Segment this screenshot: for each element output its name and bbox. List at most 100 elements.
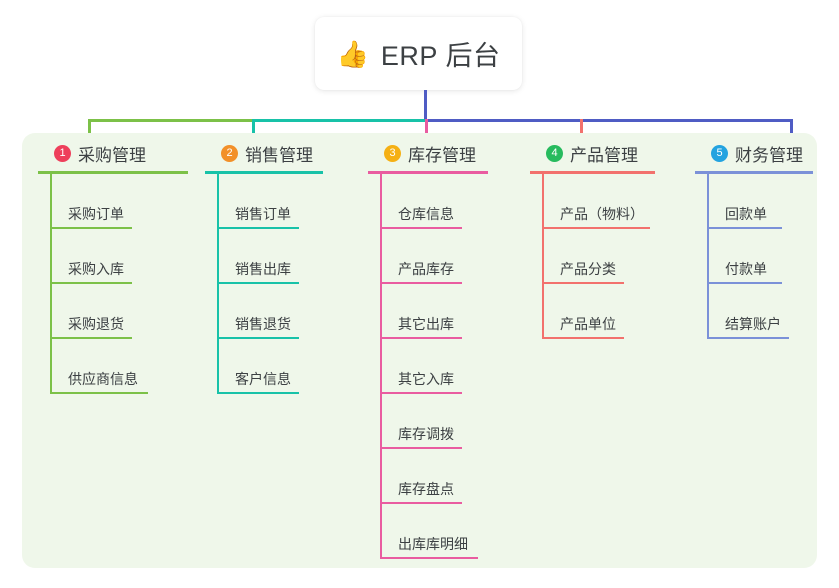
category-title: 产品管理 [570, 145, 638, 165]
category-title: 采购管理 [78, 145, 146, 165]
category-badge: 5 [711, 144, 728, 162]
menu-item-label: 产品库存 [398, 261, 454, 277]
category-spine [707, 174, 709, 339]
category-items: 仓库信息产品库存其它出库其它入库库存调拨库存盘点出库库明细 [368, 174, 488, 559]
menu-item-label: 回款单 [725, 206, 767, 222]
menu-item[interactable]: 库存调拨 [368, 394, 488, 449]
menu-item-underline [50, 392, 148, 394]
menu-item-label: 销售订单 [235, 206, 291, 222]
menu-item-label: 产品（物料） [560, 206, 644, 222]
menu-item-label: 销售退货 [235, 316, 291, 332]
menu-item[interactable]: 采购退货 [38, 284, 188, 339]
menu-item-label: 采购入库 [68, 261, 124, 277]
menu-item-label: 产品单位 [560, 316, 616, 332]
menu-item-label: 供应商信息 [68, 371, 138, 387]
menu-item-underline [217, 282, 299, 284]
menu-item-underline [707, 337, 789, 339]
category-rule [695, 171, 813, 174]
category-column-3: 3 库存管理仓库信息产品库存其它出库其它入库库存调拨库存盘点出库库明细 [368, 140, 488, 559]
connector-bus-segment [88, 119, 255, 122]
menu-item[interactable]: 回款单 [695, 174, 813, 229]
menu-item-label: 产品分类 [560, 261, 616, 277]
category-header[interactable]: 1 采购管理 [38, 140, 188, 166]
menu-item-label: 付款单 [725, 261, 767, 277]
category-badge: 3 [384, 144, 401, 162]
category-rule [368, 171, 488, 174]
menu-item-underline [50, 337, 132, 339]
menu-item-label: 客户信息 [235, 371, 291, 387]
menu-item-label: 其它入库 [398, 371, 454, 387]
menu-item[interactable]: 付款单 [695, 229, 813, 284]
menu-item[interactable]: 库存盘点 [368, 449, 488, 504]
category-items: 产品（物料） 产品分类产品单位 [530, 174, 655, 339]
category-header[interactable]: 5 财务管理 [695, 140, 813, 166]
category-title: 库存管理 [408, 145, 476, 165]
menu-item-underline [380, 227, 462, 229]
root-title: ERP 后台 [380, 41, 501, 71]
menu-item-underline [380, 337, 462, 339]
connector-trunk [424, 90, 427, 122]
category-items: 采购订单采购入库采购退货供应商信息 [38, 174, 188, 394]
menu-item-underline [542, 337, 624, 339]
menu-item[interactable]: 出库库明细 [368, 504, 488, 559]
category-column-1: 1 采购管理采购订单采购入库采购退货供应商信息 [38, 140, 188, 394]
category-spine [217, 174, 219, 394]
category-title: 销售管理 [245, 145, 313, 165]
menu-item[interactable]: 其它出库 [368, 284, 488, 339]
menu-item-underline [380, 447, 462, 449]
menu-item[interactable]: 产品（物料） [530, 174, 655, 229]
menu-item-label: 库存盘点 [398, 481, 454, 497]
menu-item[interactable]: 产品单位 [530, 284, 655, 339]
menu-item-label: 结算账户 [725, 316, 781, 332]
menu-item-underline [50, 282, 132, 284]
menu-item-underline [707, 282, 782, 284]
menu-item[interactable]: 销售订单 [205, 174, 323, 229]
menu-item[interactable]: 销售出库 [205, 229, 323, 284]
category-badge: 1 [54, 144, 71, 162]
connector-bus-segment [425, 119, 793, 122]
menu-item[interactable]: 采购入库 [38, 229, 188, 284]
menu-item-label: 库存调拨 [398, 426, 454, 442]
menu-item-underline [380, 557, 478, 559]
menu-item[interactable]: 其它入库 [368, 339, 488, 394]
connector-bus-segment [252, 119, 428, 122]
category-header[interactable]: 3 库存管理 [368, 140, 488, 166]
category-header[interactable]: 2 销售管理 [205, 140, 323, 166]
menu-item-underline [217, 337, 299, 339]
root-node[interactable]: 👍 ERP 后台 [315, 17, 522, 90]
menu-item-underline [707, 227, 782, 229]
menu-item[interactable]: 销售退货 [205, 284, 323, 339]
menu-item-label: 出库库明细 [398, 536, 468, 552]
menu-item-underline [380, 282, 462, 284]
menu-item-label: 仓库信息 [398, 206, 454, 222]
menu-item[interactable]: 仓库信息 [368, 174, 488, 229]
category-badge: 2 [221, 144, 238, 162]
diagram-panel [22, 133, 817, 568]
menu-item[interactable]: 供应商信息 [38, 339, 188, 394]
menu-item-label: 销售出库 [235, 261, 291, 277]
menu-item-underline [217, 392, 299, 394]
category-column-2: 2 销售管理销售订单销售出库销售退货客户信息 [205, 140, 323, 394]
menu-item-label: 采购退货 [68, 316, 124, 332]
menu-item[interactable]: 产品分类 [530, 229, 655, 284]
menu-item-underline [50, 227, 132, 229]
category-rule [530, 171, 655, 174]
category-title: 财务管理 [735, 145, 803, 165]
menu-item-underline [380, 502, 462, 504]
menu-item[interactable]: 客户信息 [205, 339, 323, 394]
category-rule [205, 171, 323, 174]
category-spine [542, 174, 544, 339]
menu-item-label: 采购订单 [68, 206, 124, 222]
menu-item[interactable]: 结算账户 [695, 284, 813, 339]
menu-item-underline [542, 282, 624, 284]
menu-item[interactable]: 产品库存 [368, 229, 488, 284]
menu-item[interactable]: 采购订单 [38, 174, 188, 229]
menu-item-underline [542, 227, 650, 229]
category-column-5: 5 财务管理回款单付款单结算账户 [695, 140, 813, 339]
category-rule [38, 171, 188, 174]
category-items: 回款单付款单结算账户 [695, 174, 813, 339]
thumbs-up-icon: 👍 [336, 38, 369, 69]
menu-item-label: 其它出库 [398, 316, 454, 332]
